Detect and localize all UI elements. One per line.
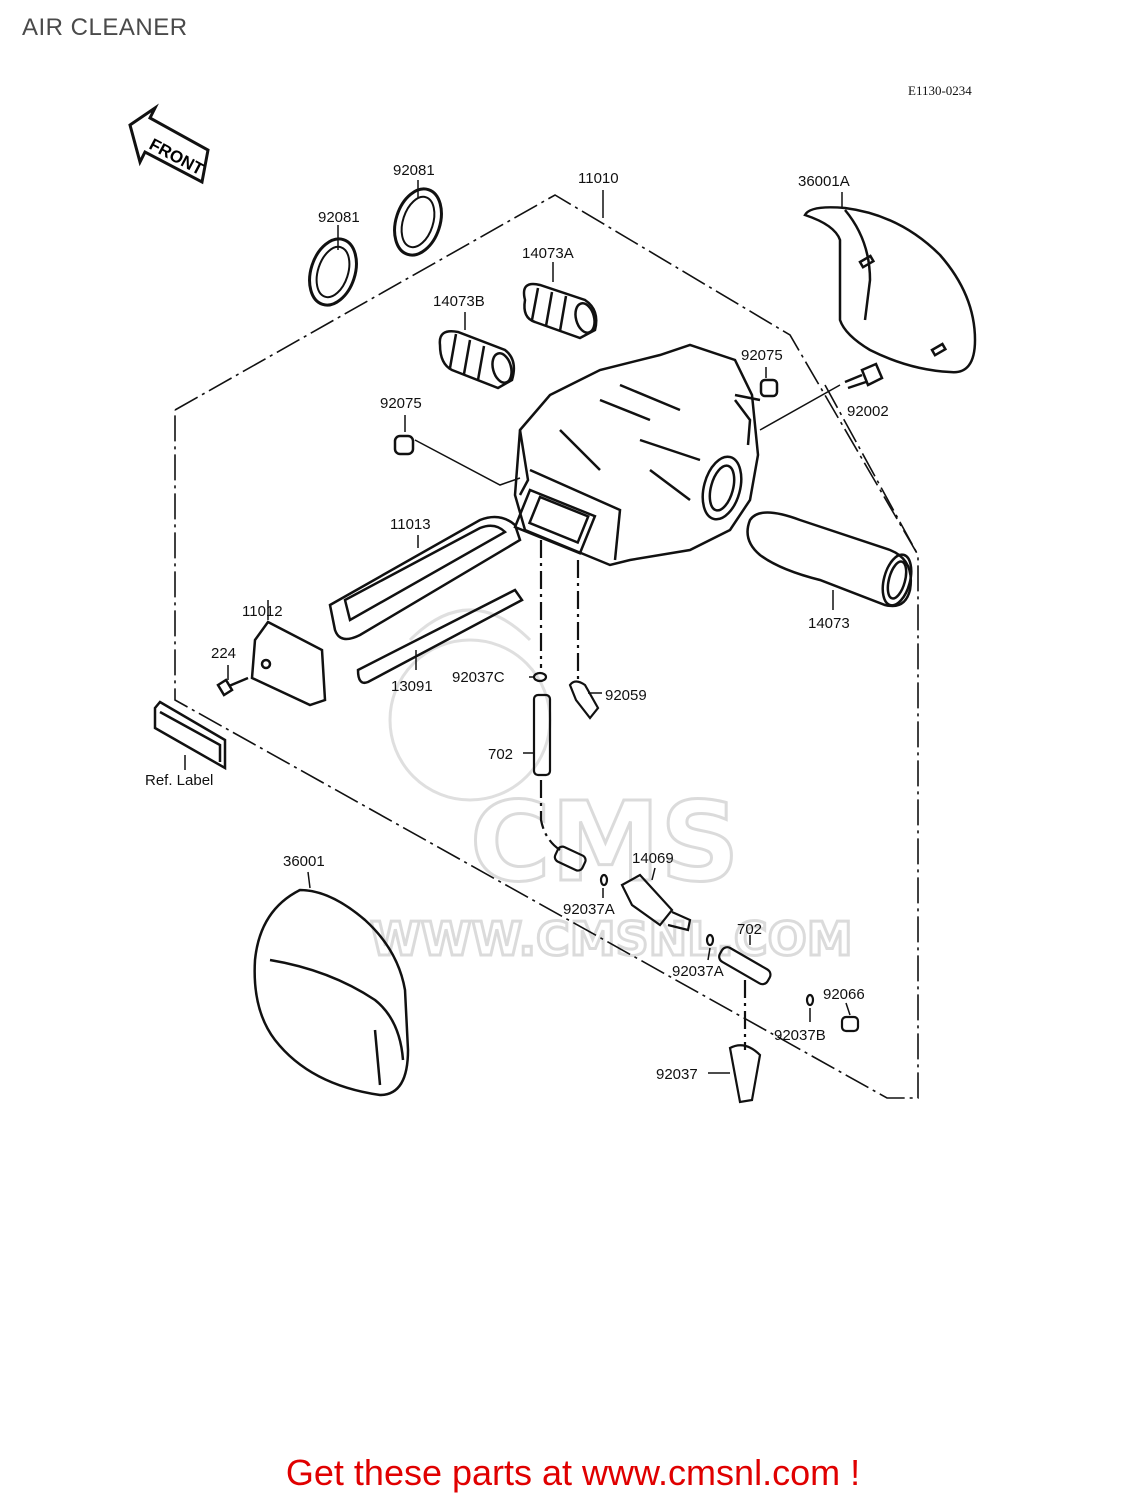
- watermark-url: WWW.CMSNL.COM: [370, 912, 853, 966]
- grommet-92075-left: [393, 415, 521, 486]
- callout-36001: 36001: [283, 853, 325, 870]
- callout-92075-right: 92075: [741, 347, 783, 364]
- callout-14073A: 14073A: [522, 245, 574, 262]
- callout-14069: 14069: [632, 850, 674, 867]
- boot-14073B: [438, 312, 516, 390]
- grommet-92075-right: [759, 367, 779, 398]
- o-ring-92081-left: [308, 225, 358, 307]
- boot-14073A: [522, 262, 598, 340]
- hose-702-top: [532, 693, 552, 777]
- callout-36001A: 36001A: [798, 173, 850, 190]
- footer-banner: Get these parts at www.cmsnl.com !: [0, 1452, 1146, 1494]
- cover-36001: [253, 871, 410, 1097]
- cap-92066: [840, 1015, 860, 1033]
- clip-92037A-2: [705, 933, 715, 947]
- drain-cap-14069: [620, 873, 674, 927]
- drain-hose-assembly: [523, 540, 860, 1104]
- clip-92037: [728, 1044, 762, 1104]
- watermark: CMS WWW.CMSNL.COM: [369, 608, 854, 968]
- page-title: AIR CLEANER: [22, 14, 188, 41]
- callout-92037: 92037: [656, 1066, 698, 1083]
- cover-36001A: [803, 192, 977, 374]
- footer-link[interactable]: Get these parts at www.cmsnl.com !: [285, 1452, 861, 1493]
- callout-92037A-1: 92037A: [563, 901, 615, 918]
- callout-92037B: 92037B: [774, 1027, 826, 1044]
- plate-11012: [250, 600, 327, 707]
- callout-11010: 11010: [578, 170, 619, 187]
- drawing-code: E1130-0234: [908, 83, 972, 98]
- callout-14073: 14073: [808, 615, 850, 632]
- callout-92037A-2: 92037A: [672, 963, 724, 980]
- callout-14073B: 14073B: [433, 293, 485, 310]
- callout-labels: 92081 92081 11010 36001A 14073A 14073B 9…: [145, 162, 889, 1083]
- callout-11013: 11013: [390, 516, 431, 533]
- clip-92037A-1: [599, 873, 609, 887]
- callout-ref-label: Ref. Label: [145, 772, 213, 789]
- o-ring-92081-right: [393, 180, 443, 257]
- callout-92059: 92059: [605, 687, 647, 704]
- callout-13091: 13091: [391, 678, 433, 695]
- callout-92081-left: 92081: [318, 209, 360, 226]
- callout-92037C: 92037C: [452, 669, 505, 686]
- air-cleaner-housing-11010: [513, 343, 761, 567]
- hose-stub: [553, 845, 587, 872]
- assembly-boundary: [174, 194, 919, 1099]
- hose-702-bottom: [718, 946, 772, 986]
- callout-92075-left: 92075: [380, 395, 422, 412]
- gasket-13091: [356, 588, 524, 684]
- callout-702-bottom: 702: [737, 921, 762, 938]
- callout-92002: 92002: [847, 403, 889, 420]
- clip-92037B: [805, 993, 815, 1007]
- front-arrow-icon: FRONT: [128, 103, 210, 185]
- callout-224: 224: [211, 645, 236, 662]
- duct-14073: [746, 511, 913, 610]
- bolt-92002: [759, 362, 884, 431]
- callout-92066: 92066: [823, 986, 865, 1003]
- callout-92081-right: 92081: [393, 162, 435, 179]
- ref-label-part: [153, 700, 227, 771]
- elbow-92059: [568, 680, 600, 720]
- callout-702-top: 702: [488, 746, 513, 763]
- element-11013: [328, 515, 522, 641]
- callout-11012: 11012: [242, 603, 283, 620]
- screw-224: [216, 665, 249, 697]
